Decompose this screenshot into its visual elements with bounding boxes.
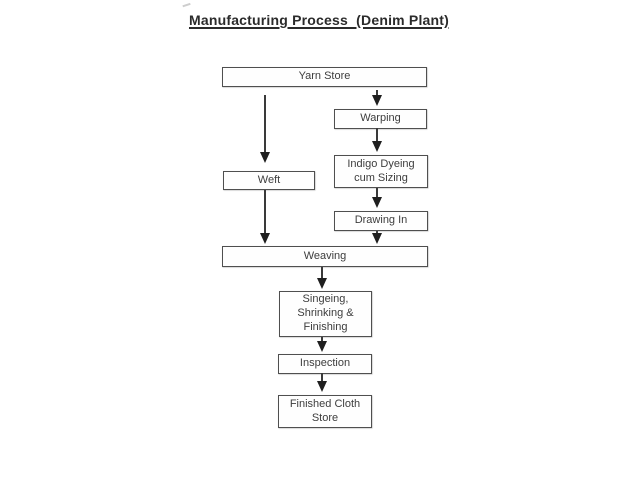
node-singeing-shrinking-finishing: Singeing, Shrinking & Finishing [279, 291, 372, 337]
node-finished-cloth-store: Finished Cloth Store [278, 395, 372, 428]
arrow-weaving-to-singeing-line [321, 267, 323, 278]
arrow-drawing-in-to-weaving-head-icon [372, 233, 382, 244]
node-warping: Warping [334, 109, 427, 129]
node-indigo-dyeing-cum-sizing: Indigo Dyeing cum Sizing [334, 155, 428, 188]
arrow-weft-to-weaving-head-icon [260, 233, 270, 244]
node-drawing-in: Drawing In [334, 211, 428, 231]
arrow-inspection-to-finished-line [321, 373, 323, 381]
scan-artifact [182, 2, 192, 11]
arrow-yarn-store-to-weft-head-icon [260, 152, 270, 163]
arrow-indigo-to-drawing-in-line [376, 188, 378, 197]
arrow-inspection-to-finished-head-icon [317, 381, 327, 392]
diagram-title: Manufacturing Process (Denim Plant) [188, 12, 450, 28]
arrow-singeing-to-inspection-head-icon [317, 341, 327, 352]
node-weft: Weft [223, 171, 315, 190]
arrow-weft-to-weaving-line [264, 190, 266, 233]
node-yarn-store: Yarn Store [222, 67, 427, 87]
arrow-warping-to-indigo-line [376, 128, 378, 141]
arrow-singeing-to-inspection-line [321, 337, 323, 341]
arrow-warping-to-indigo-head-icon [372, 141, 382, 152]
arrow-yarn-store-to-warping-head-icon [372, 95, 382, 106]
arrow-indigo-to-drawing-in-head-icon [372, 197, 382, 208]
arrow-drawing-in-to-weaving-line [376, 231, 378, 233]
node-inspection: Inspection [278, 354, 372, 374]
arrow-weaving-to-singeing-head-icon [317, 278, 327, 289]
node-weaving: Weaving [222, 246, 428, 267]
arrow-yarn-store-to-weft-line [264, 95, 266, 152]
arrow-yarn-store-to-warping-line [376, 90, 378, 95]
